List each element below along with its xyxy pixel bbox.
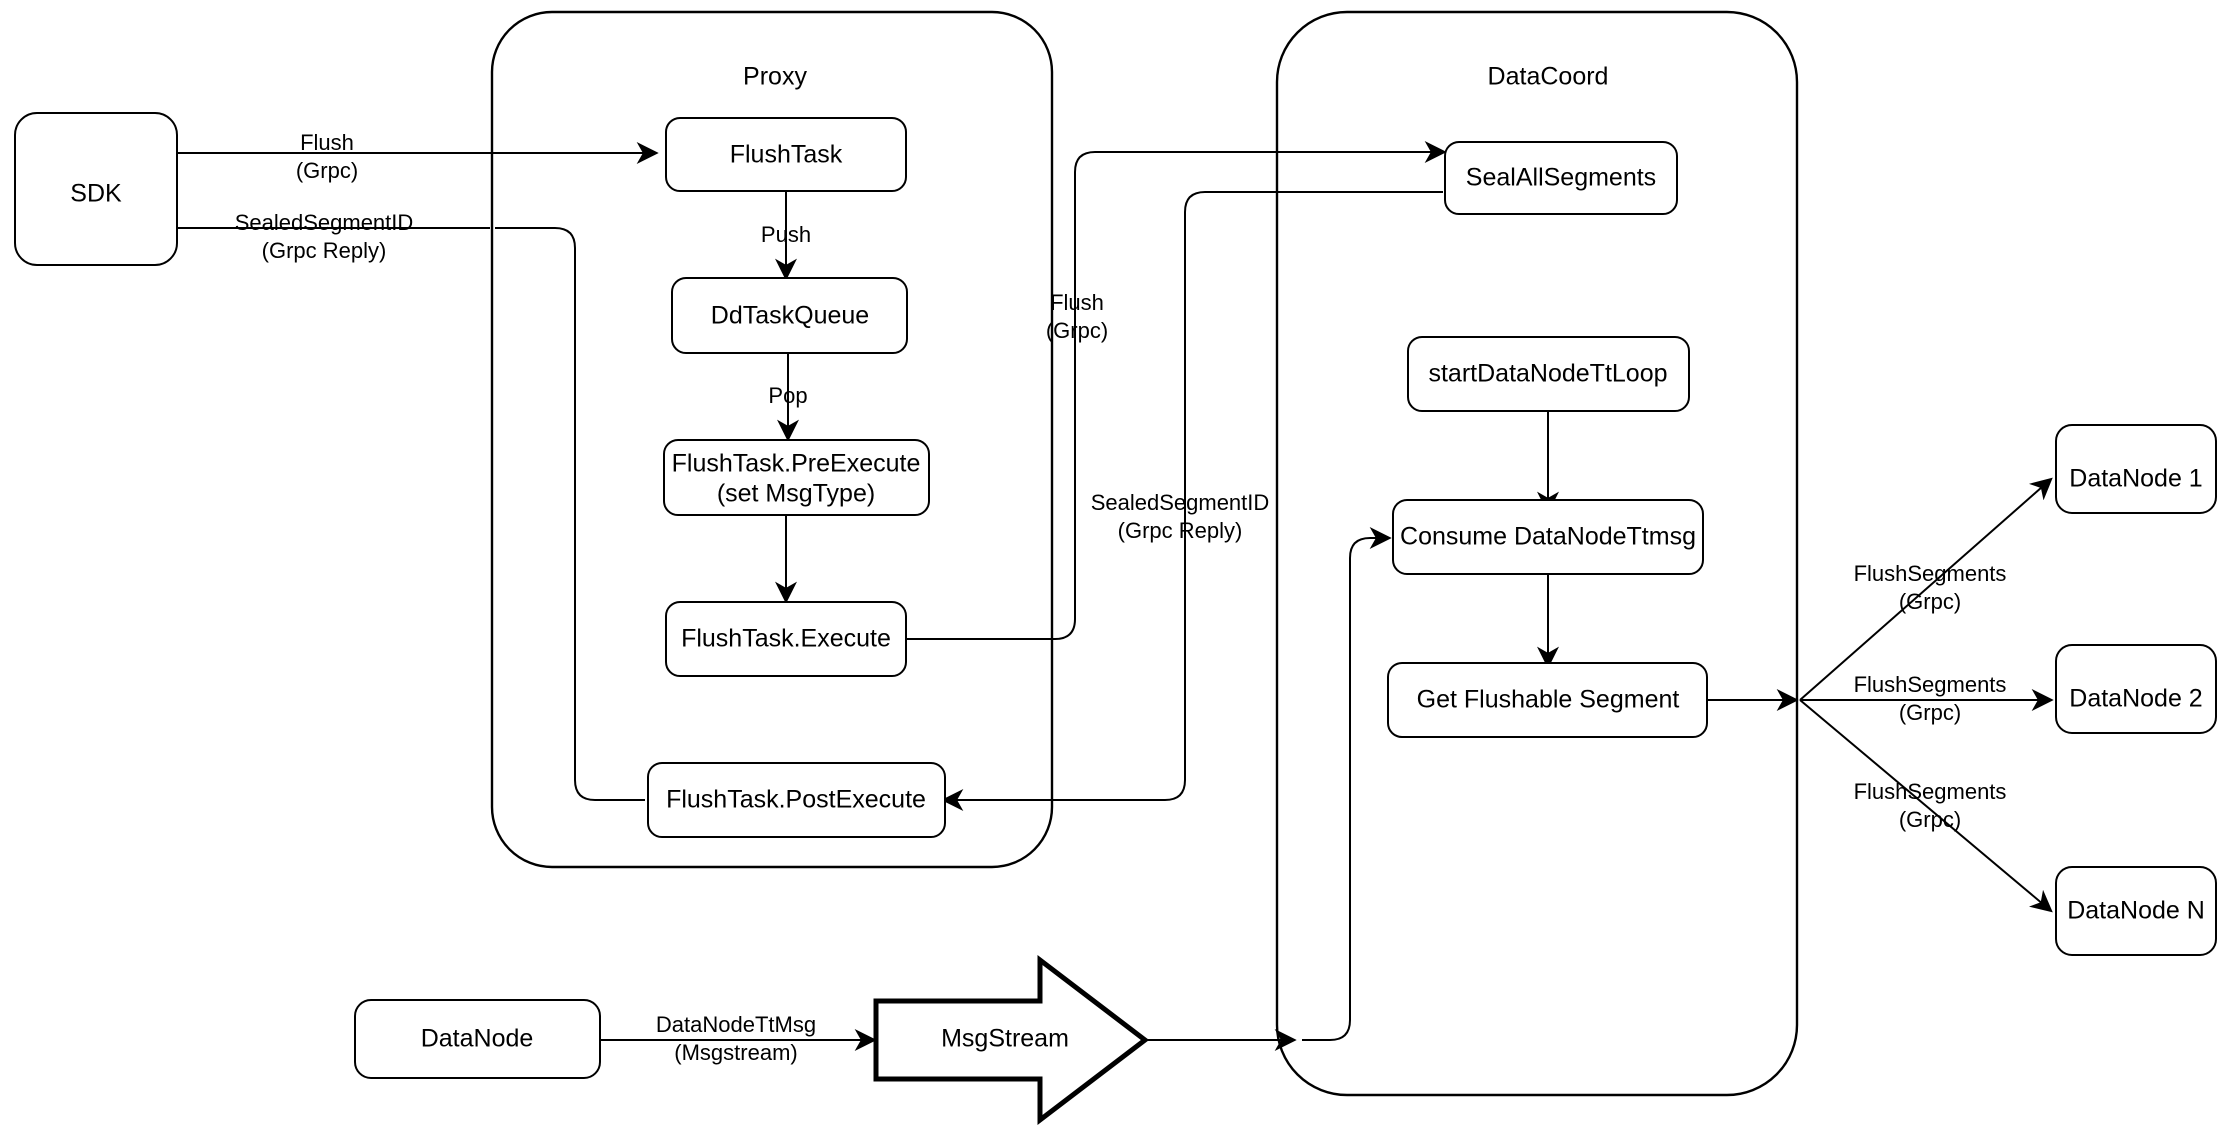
node-datanode-2-box bbox=[2055, 644, 2217, 734]
node-get-flushable-segment-box bbox=[1387, 662, 1708, 738]
node-flushtask-execute-box bbox=[665, 601, 907, 677]
node-flushtask-execute[interactable]: FlushTask.Execute bbox=[665, 601, 907, 677]
label-flushsegments-2: FlushSegments (Grpc) bbox=[1854, 672, 2007, 725]
label-flush-grpc-sdk: Flush (Grpc) bbox=[296, 130, 358, 183]
node-ddtaskqueue-box bbox=[671, 277, 908, 354]
datacoord-container-label: DataCoord bbox=[1488, 63, 1609, 91]
edge-postexecute-to-sdkreply-riser bbox=[495, 227, 645, 801]
label-flushsegments-1-line2: (Grpc) bbox=[1899, 589, 1961, 614]
container-proxy[interactable]: Proxy bbox=[490, 10, 1054, 869]
label-flushsegments-1: FlushSegments (Grpc) bbox=[1854, 561, 2007, 614]
label-flushsegments-2-line1: FlushSegments bbox=[1854, 672, 2007, 697]
label-sealedsegmentid-mid: SealedSegmentID (Grpc Reply) bbox=[1091, 490, 1270, 543]
node-msgstream-label: MsgStream bbox=[941, 1025, 1069, 1053]
node-datanode-2[interactable]: DataNode 2 bbox=[2055, 644, 2217, 734]
edge-msgstream-riser-to-consume bbox=[1302, 527, 1392, 1041]
node-sealallsegments-box bbox=[1444, 141, 1678, 215]
node-datanode-n[interactable]: DataNode N bbox=[2055, 866, 2217, 956]
proxy-container-border bbox=[490, 10, 1054, 869]
node-flushtask[interactable]: FlushTask bbox=[665, 117, 907, 192]
node-datanode-n-box bbox=[2055, 866, 2217, 956]
node-flushtask-postexecute[interactable]: FlushTask.PostExecute bbox=[647, 762, 946, 838]
label-datanode-ttmsg: DataNodeTtMsg (Msgstream) bbox=[656, 1012, 816, 1065]
node-consume-datanodettmsg[interactable]: Consume DataNodeTtmsg bbox=[1392, 499, 1704, 575]
node-ddtaskqueue-label: DdTaskQueue bbox=[711, 302, 869, 330]
node-sdk-label: SDK bbox=[70, 180, 122, 208]
edge-execute-to-sealallsegments bbox=[905, 141, 1447, 640]
node-flushtask-preexecute[interactable]: FlushTask.PreExecute (set MsgType) bbox=[663, 439, 930, 516]
node-datanode-1-label: DataNode 1 bbox=[2069, 465, 2202, 493]
node-startdatanodettloop-box bbox=[1407, 336, 1690, 412]
node-startdatanodettloop[interactable]: startDataNodeTtLoop bbox=[1407, 336, 1690, 412]
node-flushtask-preexecute-label-line2: (set MsgType) bbox=[717, 480, 875, 508]
node-sealallsegments-label: SealAllSegments bbox=[1466, 164, 1656, 192]
node-datanode-n-label: DataNode N bbox=[2067, 897, 2205, 925]
node-datanode-source-label: DataNode bbox=[421, 1025, 534, 1053]
node-flushtask-preexecute-box bbox=[663, 439, 930, 516]
label-flush-grpc-sdk-line1: Flush bbox=[300, 130, 354, 155]
label-flush-grpc-sdk-line2: (Grpc) bbox=[296, 158, 358, 183]
label-flush-grpc-mid-line2: (Grpc) bbox=[1046, 318, 1108, 343]
node-datanode-1-box bbox=[2055, 424, 2217, 514]
edge-fanout-to-datanode-1 bbox=[1799, 477, 2053, 701]
label-flushsegments-2-line2: (Grpc) bbox=[1899, 700, 1961, 725]
label-sealedsegmentid-sdk-line1: SealedSegmentID bbox=[235, 210, 414, 235]
label-sealedsegmentid-sdk-line2: (Grpc Reply) bbox=[262, 238, 387, 263]
edge-fanout-to-datanode-n bbox=[1799, 699, 2053, 913]
node-datanode-2-label: DataNode 2 bbox=[2069, 685, 2202, 713]
node-consume-datanodettmsg-label: Consume DataNodeTtmsg bbox=[1400, 523, 1696, 551]
node-get-flushable-segment-label: Get Flushable Segment bbox=[1417, 686, 1680, 714]
label-flush-grpc-mid: Flush (Grpc) bbox=[1046, 290, 1108, 343]
node-flushtask-postexecute-label: FlushTask.PostExecute bbox=[666, 786, 926, 814]
label-pop: Pop bbox=[768, 383, 807, 408]
node-datanode-1[interactable]: DataNode 1 bbox=[2055, 424, 2217, 514]
edge-sealallsegments-to-postexecute bbox=[941, 191, 1443, 811]
datacoord-container-border bbox=[1275, 10, 1799, 1097]
node-msgstream[interactable]: MsgStream bbox=[873, 954, 1150, 1126]
node-flushtask-execute-label: FlushTask.Execute bbox=[681, 625, 891, 653]
node-startdatanodettloop-label: startDataNodeTtLoop bbox=[1428, 360, 1667, 388]
label-flushsegments-3: FlushSegments (Grpc) bbox=[1854, 779, 2007, 832]
node-datanode-source-box bbox=[354, 999, 601, 1079]
node-flushtask-preexecute-label-line1: FlushTask.PreExecute bbox=[672, 450, 921, 478]
node-flushtask-box bbox=[665, 117, 907, 192]
node-msgstream-arrow-shape bbox=[873, 954, 1150, 1126]
label-flushsegments-3-line1: FlushSegments bbox=[1854, 779, 2007, 804]
node-get-flushable-segment[interactable]: Get Flushable Segment bbox=[1387, 662, 1708, 738]
label-flushsegments-3-line2: (Grpc) bbox=[1899, 807, 1961, 832]
node-sdk[interactable]: SDK bbox=[14, 112, 178, 266]
label-sealedsegmentid-mid-line1: SealedSegmentID bbox=[1091, 490, 1270, 515]
label-datanode-ttmsg-line2: (Msgstream) bbox=[674, 1040, 797, 1065]
container-datacoord[interactable]: DataCoord bbox=[1275, 10, 1799, 1097]
node-ddtaskqueue[interactable]: DdTaskQueue bbox=[671, 277, 908, 354]
label-sealedsegmentid-mid-line2: (Grpc Reply) bbox=[1118, 518, 1243, 543]
node-flushtask-postexecute-box bbox=[647, 762, 946, 838]
label-sealedsegmentid-sdk: SealedSegmentID (Grpc Reply) bbox=[235, 210, 414, 263]
node-consume-datanodettmsg-box bbox=[1392, 499, 1704, 575]
label-flush-grpc-mid-line1: Flush bbox=[1050, 290, 1104, 315]
label-datanode-ttmsg-line1: DataNodeTtMsg bbox=[656, 1012, 816, 1037]
node-sdk-box bbox=[14, 112, 178, 266]
proxy-container-label: Proxy bbox=[743, 63, 807, 91]
label-push: Push bbox=[761, 222, 811, 247]
node-sealallsegments[interactable]: SealAllSegments bbox=[1444, 141, 1678, 215]
node-datanode-source[interactable]: DataNode bbox=[354, 999, 601, 1079]
label-flushsegments-1-line1: FlushSegments bbox=[1854, 561, 2007, 586]
node-flushtask-label: FlushTask bbox=[730, 141, 843, 169]
